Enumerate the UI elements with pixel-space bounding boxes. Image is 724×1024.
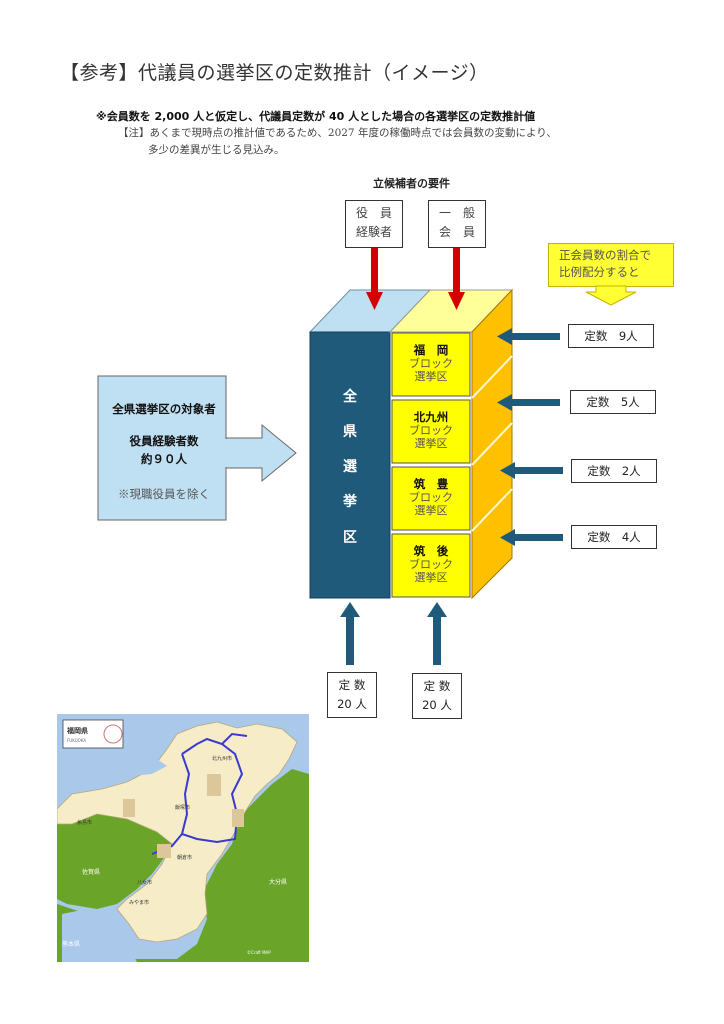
seats-box-fukuoka: 定数 9人	[568, 324, 654, 348]
block-front-chikugo	[391, 533, 471, 598]
seats-prefecture-line2: 20 人	[337, 697, 367, 711]
map-label-city: 飯塚市	[175, 804, 190, 811]
blue-arrow-chikuho	[500, 462, 563, 479]
map-label-saga: 佐賀県	[82, 868, 100, 876]
target-arrow-head	[225, 423, 297, 483]
map-logo-sub: FUKUOKA	[67, 738, 86, 743]
callout-line2: 比例配分すると	[559, 265, 640, 279]
seats-blocks-line1: 定 数	[423, 679, 451, 693]
requirements-title: 立候補者の要件	[373, 177, 450, 190]
block-name: 筑 豊	[413, 477, 449, 491]
callout-down-arrow	[585, 285, 637, 306]
blue-arrow-chikugo	[500, 529, 563, 546]
election-diagram	[97, 248, 637, 665]
block-front-kitakyushu	[391, 399, 471, 464]
map-label-city: 糸島市	[77, 819, 92, 826]
map-sea-ariake	[62, 909, 137, 962]
map-credit: ©Craft MAP	[247, 950, 271, 955]
seats-blocks-line2: 20 人	[422, 698, 452, 712]
map-block-border	[221, 732, 248, 745]
map-logo-emblem	[103, 724, 123, 744]
prefecture-column-front	[309, 331, 391, 599]
blue-up-arrow-blocks	[427, 602, 447, 665]
callout-line1: 正会員数の割合で	[559, 248, 651, 262]
fukuoka-map: 福岡県 FUKUOKA 佐賀県 大分県 熊本県 糸島市 北九州市 飯塚市 みやま…	[57, 714, 309, 962]
map-graphic: 福岡県 FUKUOKA 佐賀県 大分県 熊本県 糸島市 北九州市 飯塚市 みやま…	[57, 714, 309, 962]
block-name: 福 岡	[413, 343, 449, 357]
note-line-2: 多少の差異が生じる見込み。	[148, 144, 285, 156]
block-line2: ブロック	[409, 424, 453, 437]
map-label-oita: 大分県	[269, 878, 287, 886]
assumption-text: ※会員数を 2,000 人と仮定し、代議員定数が 40 人とした場合の各選挙区の…	[96, 110, 536, 123]
requirement-box-general: 一 般 会 員	[428, 200, 486, 248]
map-saga	[57, 809, 177, 909]
block-line3: 選挙区	[414, 504, 448, 517]
map-label-kumamoto: 熊本県	[62, 940, 80, 948]
map-label-city: 北九州市	[212, 755, 232, 762]
block-front-chikuho	[391, 466, 471, 531]
red-arrow-general	[448, 248, 465, 310]
target-right-arrow	[97, 375, 227, 521]
block-line2: ブロック	[409, 357, 453, 370]
prefecture-char: 県	[343, 424, 357, 440]
prefecture-char: 選	[343, 459, 357, 475]
side-divider	[471, 488, 513, 532]
page-title: 【参考】代議員の選挙区の定数推計（イメージ）	[60, 62, 489, 84]
requirement-officer-line1: 役 員	[355, 206, 392, 220]
seats-box-chikugo: 定数 4人	[571, 525, 657, 549]
block-line3: 選挙区	[414, 437, 448, 450]
requirement-officer-line2: 経験者	[355, 225, 392, 239]
prefecture-char: 挙	[343, 494, 357, 510]
map-logo-text: 福岡県	[66, 726, 88, 735]
block-label-fukuoka: 福 岡 ブロック 選挙区	[394, 343, 468, 384]
seats-box-prefecture: 定 数 20 人	[327, 672, 377, 718]
seats-box-blocks-total: 定 数 20 人	[412, 673, 462, 719]
block-front-fukuoka	[391, 332, 471, 397]
block-label-kitakyushu: 北九州 ブロック 選挙区	[394, 410, 468, 451]
map-label-city: 八女市	[137, 879, 152, 886]
block-name: 北九州	[413, 410, 449, 424]
block-name: 筑 後	[413, 544, 449, 558]
target-heading: 全県選挙区の対象者	[112, 402, 216, 416]
map-bay	[112, 759, 167, 776]
map-oita-kumamoto	[57, 769, 309, 962]
target-note: ※現職役員を除く	[118, 487, 210, 501]
blue-up-arrow-prefecture	[340, 602, 360, 665]
prefecture-char: 全	[343, 389, 357, 405]
map-label-city: 朝倉市	[177, 854, 192, 861]
seats-box-kitakyushu: 定数 5人	[570, 390, 656, 414]
side-divider	[471, 355, 513, 399]
block-line3: 選挙区	[414, 571, 448, 584]
blue-arrow-kitakyushu	[497, 394, 560, 411]
seats-prefecture-line1: 定 数	[338, 678, 366, 692]
prefecture-char: 区	[343, 530, 357, 546]
side-divider	[471, 422, 513, 466]
target-count-label: 役員経験者数	[129, 434, 199, 448]
red-arrow-officer	[366, 248, 383, 310]
map-label-city: みやま市	[129, 899, 149, 906]
requirement-general-line1: 一 般	[438, 206, 475, 220]
note-line-1: 【注】あくまで現時点の推計値であるため、2027 年度の稼働時点では会員数の変動…	[118, 127, 557, 139]
block-label-chikugo: 筑 後 ブロック 選挙区	[394, 544, 468, 585]
target-count-value: 約９０人	[141, 452, 187, 466]
block-line3: 選挙区	[414, 370, 448, 383]
requirement-general-line2: 会 員	[438, 225, 475, 239]
block-line2: ブロック	[409, 491, 453, 504]
blue-arrow-fukuoka	[497, 328, 560, 345]
requirement-box-officer: 役 員 経験者	[345, 200, 403, 248]
block-label-chikuho: 筑 豊 ブロック 選挙区	[394, 477, 468, 518]
seats-box-chikuho: 定数 2人	[571, 459, 657, 483]
block-line2: ブロック	[409, 558, 453, 571]
proportional-callout: 正会員数の割合で 比例配分すると	[548, 243, 674, 287]
